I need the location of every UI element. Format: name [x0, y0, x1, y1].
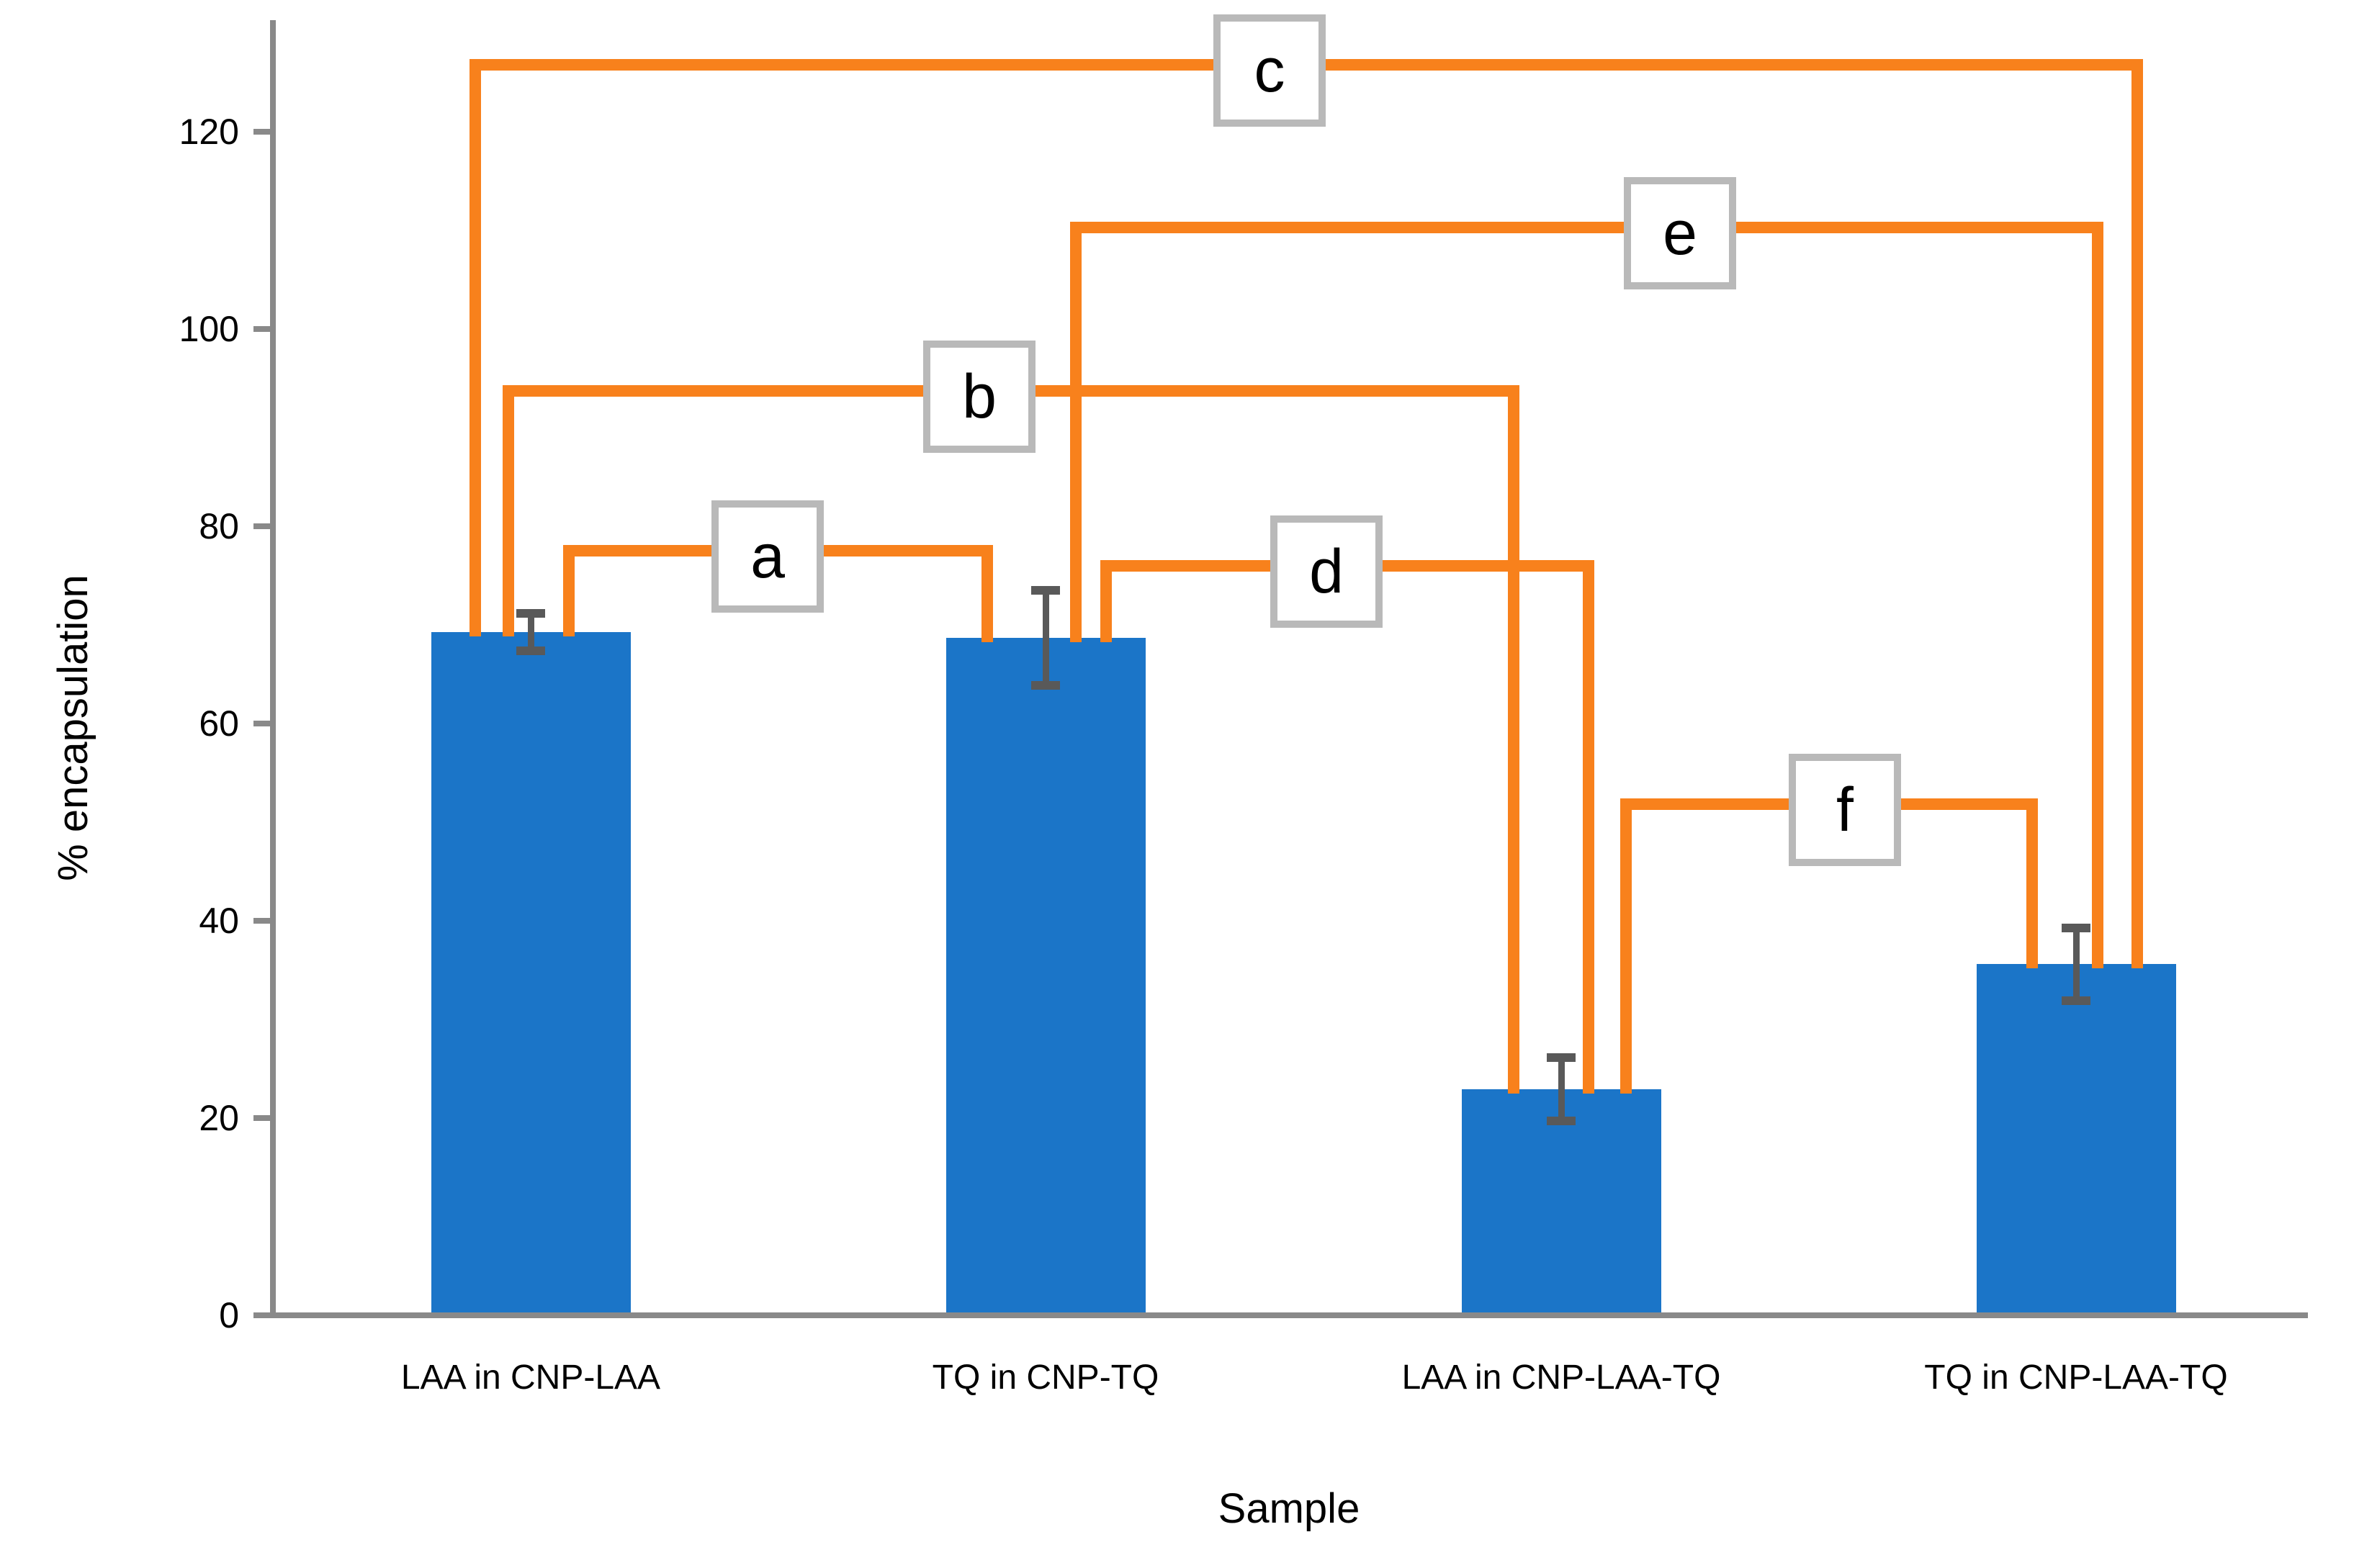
y-tick-label: 0	[219, 1295, 239, 1335]
significance-label-box-e: e	[1624, 176, 1736, 289]
x-category-label: TQ in CNP-TQ	[932, 1359, 1159, 1397]
x-category-label: TQ in CNP-LAA-TQ	[1924, 1359, 2228, 1397]
bracket-drop-line	[1583, 559, 1594, 1094]
y-axis-title: % encapsulation	[49, 575, 96, 881]
y-tick-label: 120	[179, 112, 239, 152]
bracket-drop-line	[563, 545, 575, 636]
error-bar-line	[527, 613, 534, 651]
x-category-label: LAA in CNP-LAA-TQ	[1401, 1359, 1721, 1397]
error-bar-cap-top	[516, 608, 545, 618]
significance-label-box-a: a	[711, 500, 824, 613]
significance-label-box-f: f	[1789, 754, 1901, 867]
significance-label-box-d: d	[1270, 515, 1383, 628]
significance-letter: e	[1663, 198, 1697, 268]
significance-bracket-e	[1070, 221, 2103, 233]
bracket-drop-line	[1508, 385, 1519, 1094]
x-axis-line	[253, 1312, 2308, 1318]
bracket-drop-line	[470, 58, 481, 636]
bar	[431, 631, 631, 1312]
bracket-drop-line	[503, 385, 514, 636]
significance-letter: c	[1254, 35, 1285, 105]
bracket-drop-line	[981, 545, 993, 642]
error-bar-cap-bottom	[2062, 996, 2090, 1005]
y-axis-line	[270, 20, 276, 1318]
y-axis-tick	[253, 721, 270, 726]
bracket-drop-line	[1100, 559, 1112, 642]
bracket-drop-line	[2092, 221, 2103, 969]
error-bar-cap-top	[1547, 1053, 1576, 1063]
y-axis-tick	[253, 523, 270, 529]
bracket-drop-line	[2131, 58, 2143, 969]
y-tick-label: 60	[199, 703, 239, 744]
error-bar-line	[1042, 590, 1049, 685]
y-tick-label: 40	[199, 901, 239, 941]
y-axis-tick	[253, 326, 270, 332]
bar	[1461, 1089, 1661, 1312]
y-axis-tick	[253, 1115, 270, 1121]
y-tick-label: 20	[199, 1098, 239, 1138]
y-axis-tick	[253, 918, 270, 924]
error-bar-cap-top	[1031, 586, 1060, 595]
bar	[945, 637, 1146, 1312]
significance-label-box-b: b	[923, 341, 1036, 454]
significance-letter: d	[1309, 536, 1344, 606]
error-bar-cap-top	[2062, 923, 2090, 932]
x-axis-title: Sample	[1218, 1485, 1360, 1532]
y-tick-label: 100	[179, 309, 239, 349]
error-bar-line	[1558, 1058, 1565, 1122]
significance-letter: a	[750, 522, 785, 592]
bar	[1976, 964, 2176, 1312]
error-bar-cap-bottom	[516, 646, 545, 655]
error-bar-cap-bottom	[1031, 680, 1060, 690]
bracket-drop-line	[1620, 798, 1632, 1094]
bracket-drop-line	[1070, 221, 1082, 642]
significance-letter: f	[1836, 775, 1854, 845]
x-category-label: LAA in CNP-LAA	[400, 1359, 661, 1397]
y-axis-tick	[253, 129, 270, 135]
error-bar-line	[2072, 927, 2080, 1001]
error-bar-cap-bottom	[1547, 1117, 1576, 1126]
y-tick-label: 80	[199, 506, 239, 546]
bracket-drop-line	[2026, 798, 2038, 969]
significance-letter: b	[962, 362, 997, 432]
significance-label-box-c: c	[1213, 14, 1326, 127]
